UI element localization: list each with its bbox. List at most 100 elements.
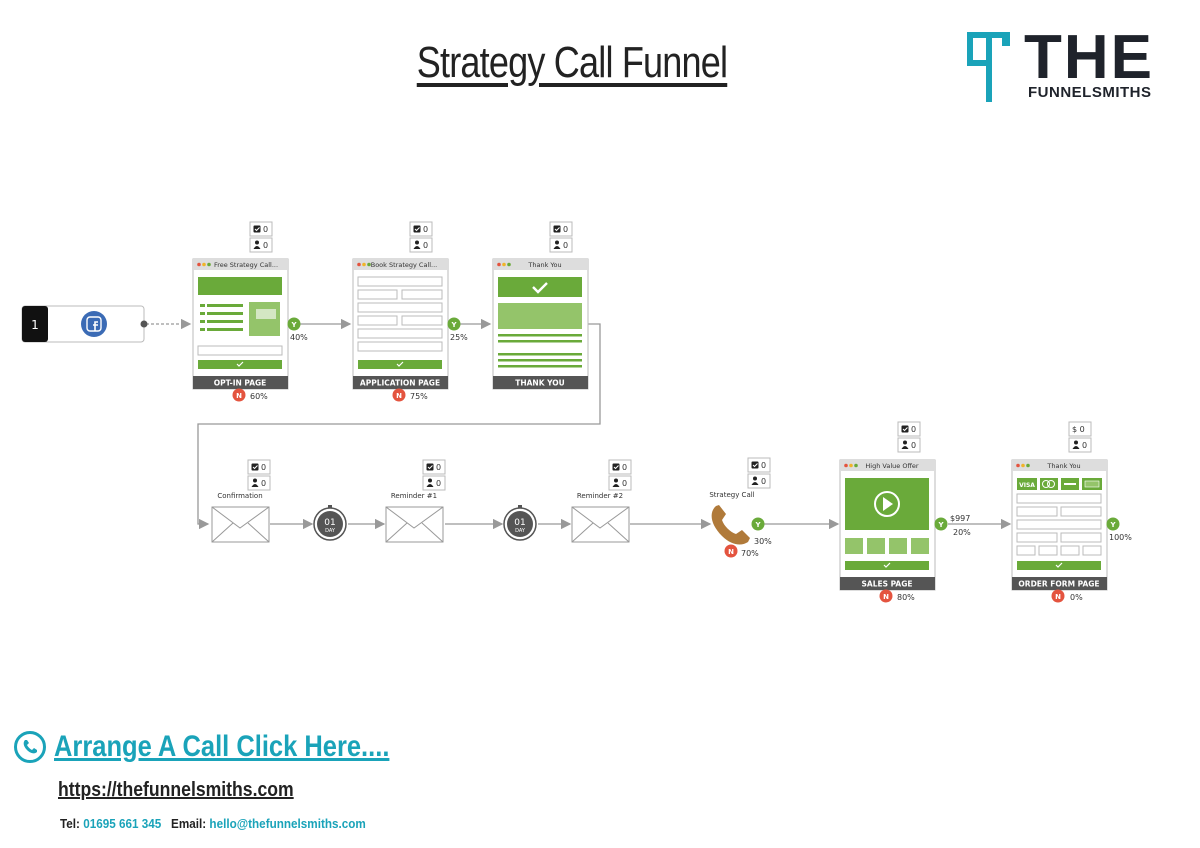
logo-mark-icon <box>967 32 1010 102</box>
payment-cards: VISA <box>1017 478 1102 490</box>
stats-count: 0 <box>423 225 428 234</box>
sales-footer: SALES PAGE <box>861 580 912 589</box>
arrange-call-link[interactable]: Arrange A Call Click Here.... <box>54 730 390 763</box>
checkmark-icon <box>532 282 548 294</box>
order-footer: ORDER FORM PAGE <box>1018 580 1099 589</box>
stats-people: 0 <box>1082 441 1087 450</box>
svg-text:Y: Y <box>450 321 457 329</box>
envelope-icon <box>211 506 270 543</box>
website-link[interactable]: https://thefunnelsmiths.com <box>58 779 294 801</box>
svg-text:N: N <box>236 392 242 400</box>
envelope-icon <box>571 506 630 543</box>
facebook-icon <box>81 311 107 337</box>
yes-badge: Y 20% <box>934 517 971 537</box>
sales-page-node[interactable]: High Value Offer SALES PAGE <box>839 459 936 591</box>
no-badge: N 75% <box>392 388 428 402</box>
svg-text:N: N <box>396 392 402 400</box>
checkbox-icon <box>253 225 261 233</box>
application-window-title: Book Strategy Call... <box>371 261 438 269</box>
stats-count: 0 <box>622 463 627 472</box>
stats-revenue: $ 0 <box>1072 425 1085 434</box>
person-icon <box>426 478 434 487</box>
svg-text:N: N <box>728 548 734 556</box>
checkbox-icon <box>251 463 259 471</box>
email-reminder-2[interactable]: Reminder #2 <box>571 492 630 543</box>
sales-price: $997 <box>950 514 970 523</box>
stats-box: 00 <box>249 221 273 253</box>
stats-box: 00 <box>409 221 433 253</box>
svg-text:N: N <box>1055 593 1061 601</box>
conversion-percent: 80% <box>897 593 915 602</box>
stats-count: 0 <box>911 425 916 434</box>
checkbox-icon <box>413 225 421 233</box>
email-label: Email: <box>171 816 207 831</box>
thankyou-footer: THANK YOU <box>515 379 565 388</box>
stats-box: $ 0 0 <box>1068 421 1092 453</box>
delay-timer-1[interactable]: 01 DAY <box>313 505 347 541</box>
conversion-percent: 25% <box>450 333 468 342</box>
stats-box: 00 <box>422 459 446 491</box>
stats-box: 00 <box>897 421 921 453</box>
tel-number[interactable]: 01695 661 345 <box>83 816 162 831</box>
optin-page-node[interactable]: Free Strategy Call... OPT-IN PAGE <box>192 258 289 390</box>
timer-value: 01 <box>324 518 335 528</box>
person-icon <box>901 440 909 449</box>
stats-people: 0 <box>761 477 766 486</box>
svg-text:Y: Y <box>1109 521 1116 529</box>
phone-icon <box>14 731 46 763</box>
email-reminder-1[interactable]: Reminder #1 <box>385 492 444 543</box>
checkbox-icon <box>751 461 759 469</box>
logo-subword: FUNNELSMITHS <box>1028 84 1152 101</box>
stats-count: 0 <box>261 463 266 472</box>
tel-label: Tel: <box>60 816 80 831</box>
person-icon <box>553 240 561 249</box>
person-icon <box>413 240 421 249</box>
funnel-diagram: 1 Free Strategy Call... OPT-IN PAGE Book… <box>21 221 1132 603</box>
conversion-percent: 40% <box>290 333 308 342</box>
stats-box: 00 <box>747 457 771 489</box>
connectors <box>146 318 1012 530</box>
conversion-percent: 60% <box>250 392 268 401</box>
card-visa: VISA <box>1019 482 1035 489</box>
stopwatch-icon <box>503 505 537 541</box>
person-icon <box>751 476 759 485</box>
stats-people: 0 <box>622 479 627 488</box>
timer-unit: DAY <box>515 528 526 534</box>
page-title: Strategy Call Funnel <box>416 38 728 87</box>
conversion-percent: 75% <box>410 392 428 401</box>
yes-badge: Y30% <box>751 517 772 546</box>
person-icon <box>253 240 261 249</box>
strategy-call-node[interactable]: Strategy Call <box>709 491 755 545</box>
application-page-node[interactable]: Book Strategy Call... APPLICATION PAGE <box>352 258 449 390</box>
svg-text:Y: Y <box>937 521 944 529</box>
conversion-percent: 100% <box>1109 533 1132 542</box>
delay-timer-2[interactable]: 01 DAY <box>503 505 537 541</box>
stats-people: 0 <box>436 479 441 488</box>
stats-box: 00 <box>549 221 573 253</box>
stats-people: 0 <box>263 241 268 250</box>
order-form-page-node[interactable]: Thank You VISA ORDER FORM PAGE <box>1011 459 1108 591</box>
timer-unit: DAY <box>325 528 336 534</box>
logo-word: THE <box>1024 23 1154 92</box>
thankyou-page-node[interactable]: Thank You THANK YOU <box>492 258 589 390</box>
conversion-percent: 20% <box>953 528 971 537</box>
call-label: Strategy Call <box>709 491 754 499</box>
traffic-source[interactable]: 1 <box>21 305 148 343</box>
conversion-percent: 0% <box>1070 593 1083 602</box>
email-confirmation[interactable]: Confirmation <box>211 492 270 543</box>
arrange-call-cta[interactable]: Arrange A Call Click Here.... <box>14 730 449 764</box>
thankyou-window-title: Thank You <box>527 261 561 269</box>
person-icon <box>251 478 259 487</box>
conversion-percent: 30% <box>754 537 772 546</box>
stats-count: 0 <box>436 463 441 472</box>
sales-window-title: High Value Offer <box>865 462 919 470</box>
order-window-title: Thank You <box>1046 462 1080 470</box>
checkbox-icon <box>426 463 434 471</box>
funnelsmiths-logo: THE FUNNELSMITHS <box>962 23 1187 104</box>
email-label: Reminder #1 <box>391 492 437 500</box>
application-footer: APPLICATION PAGE <box>360 379 440 388</box>
stats-people: 0 <box>563 241 568 250</box>
email-address[interactable]: hello@thefunnelsmiths.com <box>209 816 366 831</box>
